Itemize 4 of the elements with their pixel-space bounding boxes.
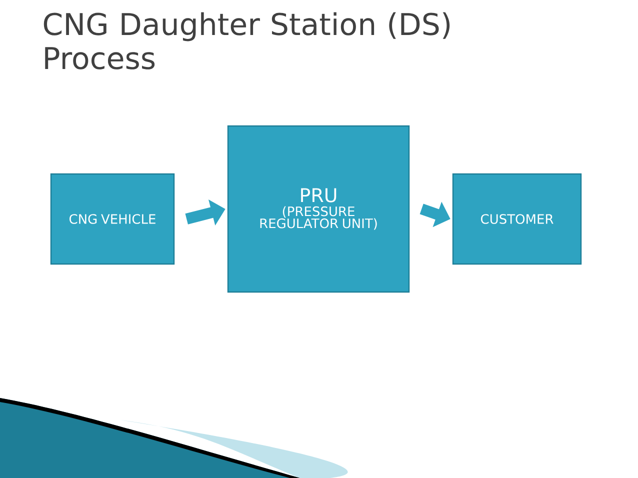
process-box: CUSTOMER xyxy=(452,173,582,265)
process-box: PRU (PRESSURE REGULATOR UNIT) xyxy=(227,125,410,293)
title: CNG Daughter Station (DS) Process xyxy=(44,12,450,70)
process-box: CNG VEHICLE xyxy=(50,173,175,265)
